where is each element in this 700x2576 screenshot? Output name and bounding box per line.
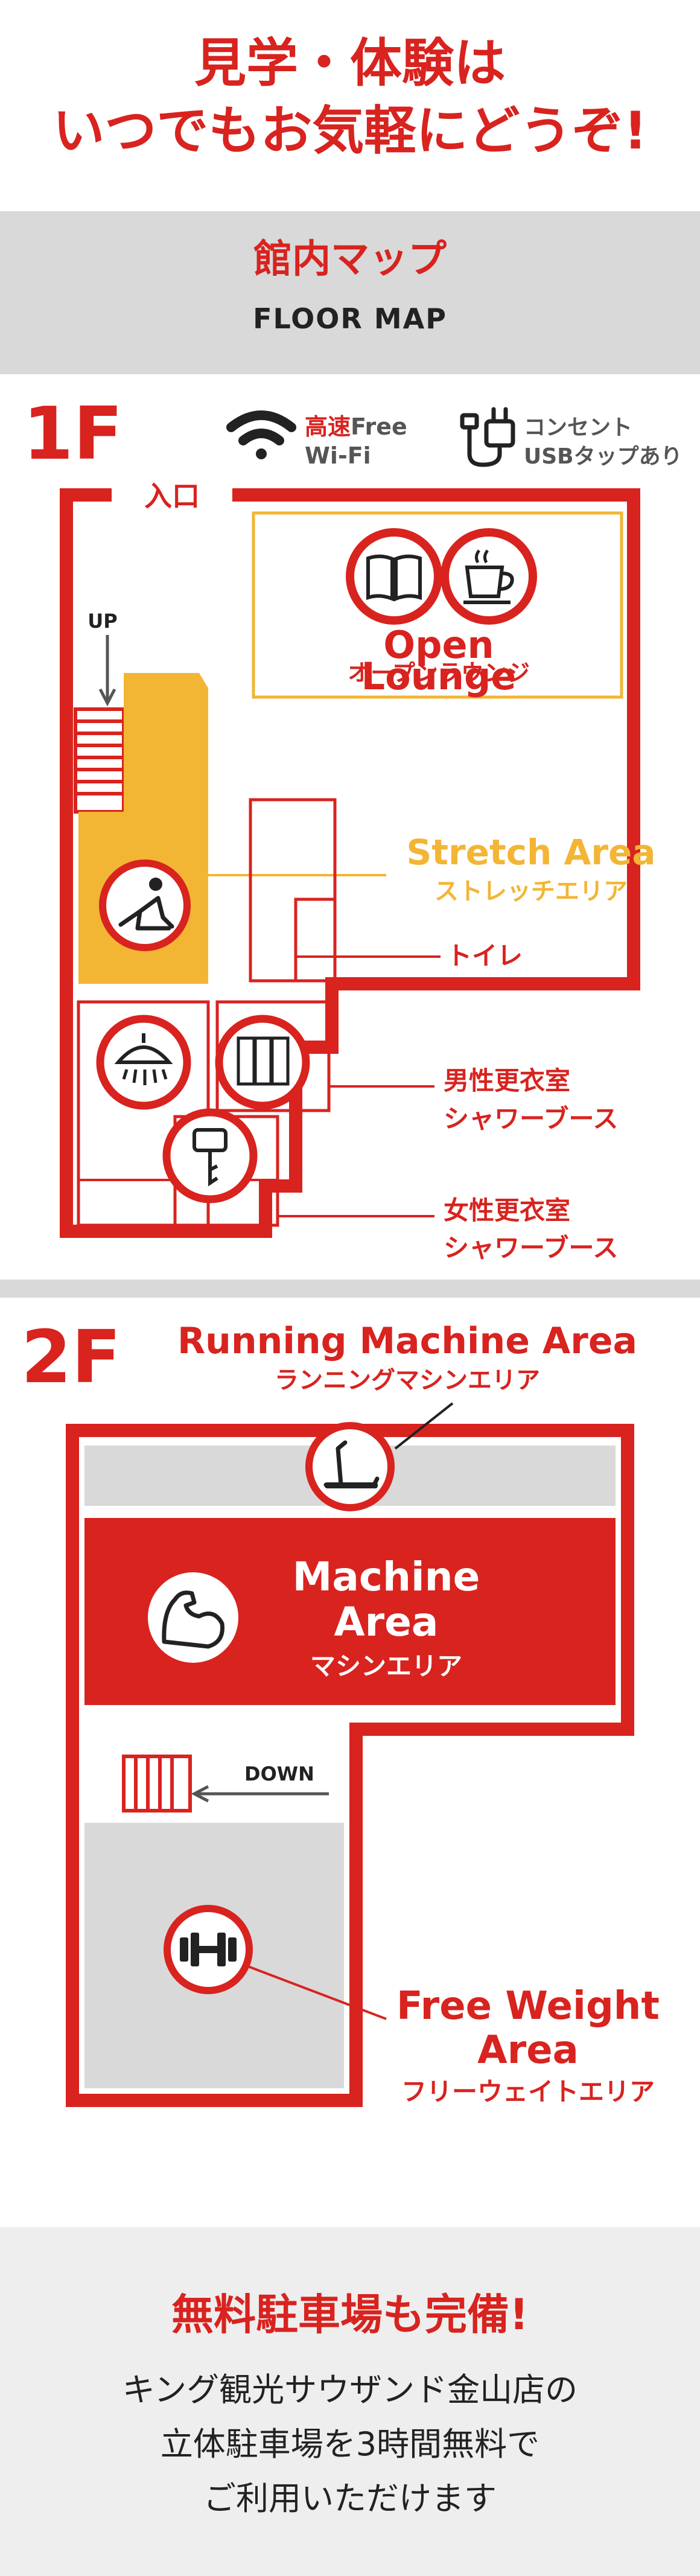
wifi-line1-rest: Free [351, 413, 407, 440]
wifi-icon [226, 410, 296, 459]
womens-line2: シャワーブース [444, 1233, 618, 1263]
floor-1f-label: 1F [23, 392, 122, 476]
key-icon [162, 1108, 258, 1204]
floor-2f-label: 2F [21, 1316, 121, 1400]
floor-map-title-ja: 館内マップ [253, 237, 447, 282]
mens-line1: 男性更衣室 [444, 1066, 570, 1095]
machine-area-en2: Area [334, 1599, 439, 1645]
mens-line2: シャワーブース [444, 1104, 618, 1133]
stairs-down [122, 1755, 192, 1812]
parking-section [0, 2227, 700, 2576]
floor-1f-map: 1F 高速Free Wi-Fi コンセント USBタップあり 入口 Open L… [23, 392, 682, 1263]
parking-line2: 立体駐車場を3時間無料で [160, 2425, 540, 2463]
stretch-person-icon [99, 859, 191, 951]
shower-icon [96, 1015, 191, 1110]
stairs-up-label: UP [88, 610, 117, 633]
header-line2: いつでもお気軽にどうぞ! [52, 101, 648, 161]
coffee-cup-icon [441, 528, 537, 625]
running-area-en: Running Machine Area [177, 1320, 637, 1362]
free-weight-en2: Area [477, 2028, 579, 2073]
floor-2f-outer-wall [66, 1424, 634, 2107]
womens-line1: 女性更衣室 [444, 1196, 570, 1225]
open-lounge-ja: オープンラウンジ [348, 660, 530, 686]
stretch-area-en: Stretch Area [407, 832, 656, 873]
wifi-prefix: 高速 [305, 413, 351, 440]
floor-1f-outer-wall [60, 488, 640, 1238]
power-line1: コンセント [524, 415, 632, 440]
svg-text:高速Free: 高速Free [305, 413, 407, 440]
open-lounge-en2: Lounge [361, 654, 517, 698]
floor-2f-map: 2F Running Machine Area ランニングマシンエリア Mach… [21, 1316, 660, 2107]
wifi-line2: Wi-Fi [305, 442, 371, 469]
open-lounge-area [252, 511, 623, 699]
toilet-room [249, 798, 337, 983]
section-divider [0, 1280, 700, 1298]
free-weight-ja: フリーウェイトエリア [401, 2077, 655, 2106]
free-weight-en1: Free Weight [396, 1984, 660, 2029]
floor-map-banner [0, 211, 700, 374]
floor-map-title-en: FLOOR MAP [253, 302, 447, 335]
parking-title: 無料駐車場も完備! [171, 2290, 529, 2339]
book-icon [346, 528, 442, 625]
power-line2: USBタップあり [524, 444, 682, 469]
muscle-arm-icon [148, 1572, 238, 1663]
locker-icon [215, 1015, 310, 1110]
machine-area-en1: Machine [293, 1554, 480, 1600]
dumbbell-icon [164, 1905, 253, 1994]
power-plug-icon [460, 407, 515, 467]
open-lounge-en1: Open [383, 623, 494, 667]
entrance-label: 入口 [144, 480, 200, 512]
stairs-up [74, 707, 126, 814]
toilet-label: トイレ [447, 941, 523, 971]
parking-line3: ご利用いただけます [203, 2479, 497, 2517]
stretch-area-ja: ストレッチエリア [434, 878, 628, 905]
parking-line1: キング観光サウザンド金山店の [122, 2371, 578, 2409]
header-line1: 見学・体験は [194, 33, 506, 94]
running-area-ja: ランニングマシンエリア [275, 1366, 540, 1394]
stairs-down-label: DOWN [244, 1762, 314, 1785]
treadmill-icon [305, 1422, 395, 1511]
machine-area-ja: マシンエリア [310, 1651, 462, 1681]
